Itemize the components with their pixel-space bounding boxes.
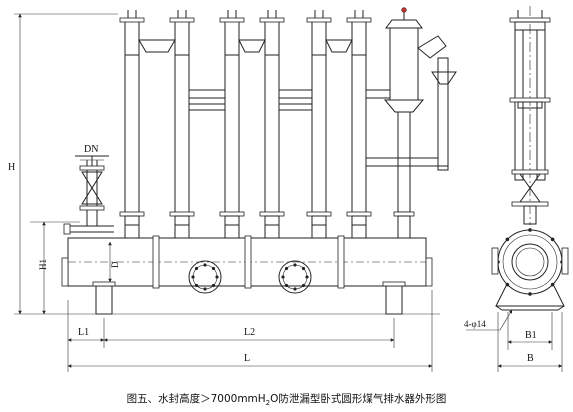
horizontal-drum: [61, 235, 433, 315]
riser-column-3: [306, 10, 372, 239]
inlet-pipe-with-valve: [63, 155, 114, 235]
bolt-holes-label: 4-φ14: [464, 319, 486, 329]
dimension-lines: H H1 L1 L2 L: [8, 13, 440, 372]
riser-column-1: [119, 10, 195, 239]
h-label: H: [8, 162, 15, 173]
caption-subscript: 2: [265, 399, 271, 408]
manhole-left: [188, 260, 222, 294]
figure-caption: 图五、水封高度＞7000mmH2O防泄漏型卧式圆形煤气排水器外形图: [0, 391, 573, 407]
b1-label: B1: [525, 330, 537, 341]
side-elevation: [491, 6, 569, 311]
cross-connectors: [188, 89, 439, 167]
side-dimensions: B1 B 4-φ14: [464, 309, 563, 372]
l1-label: L1: [78, 327, 89, 338]
d-dimension: D: [108, 241, 120, 283]
l2-label: L2: [244, 327, 255, 338]
d-label: D: [110, 261, 120, 268]
h1-label: H1: [38, 259, 48, 270]
vent-cap: [383, 7, 457, 239]
dn-label: DN: [84, 144, 98, 155]
manhole-right: [278, 260, 312, 294]
caption-prefix: 图五、水封高度＞7000mmH: [126, 393, 266, 405]
caption-suffix: O防泄漏型卧式圆形煤气排水器外形图: [270, 393, 447, 405]
b-label: B: [527, 353, 534, 364]
front-elevation: D DN: [61, 7, 457, 315]
l-label: L: [244, 353, 250, 364]
riser-column-2: [219, 10, 285, 239]
